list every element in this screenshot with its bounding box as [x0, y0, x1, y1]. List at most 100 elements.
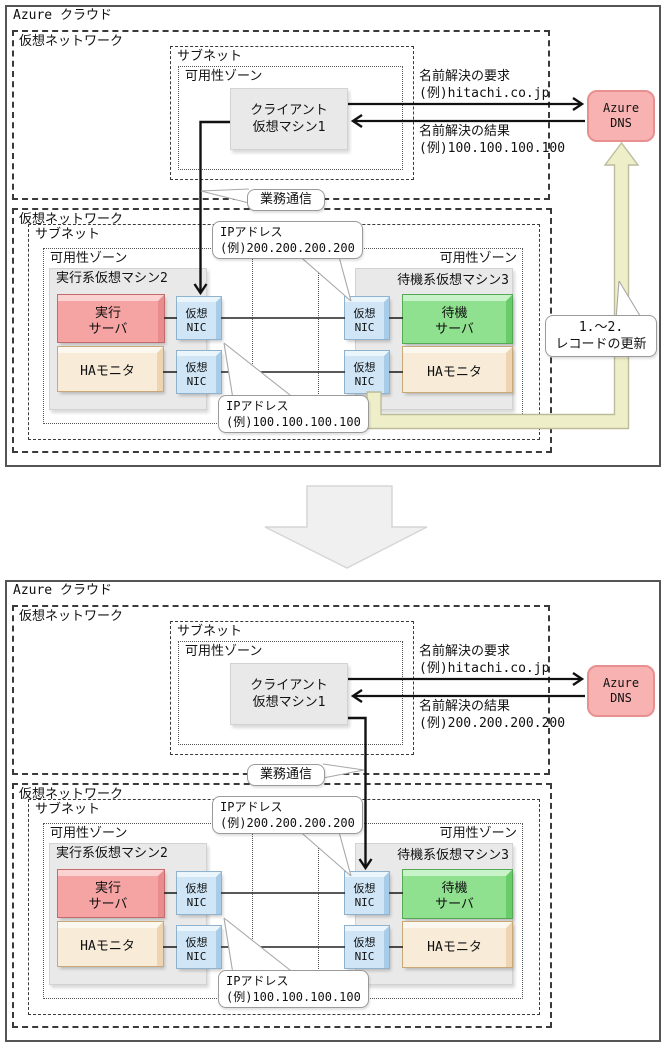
nic-line1: 仮想 [353, 360, 376, 374]
ip-address-label: IPアドレス [220, 225, 283, 239]
record-update-line1: 1.～2. [578, 320, 624, 335]
subnet-1-box [170, 46, 414, 180]
virtual-nic-active-2: 仮想 NIC [177, 926, 221, 968]
virtual-nic-standby-1: 仮想 NIC [345, 872, 389, 914]
business-communication-callout: 業務通信 [247, 189, 325, 211]
virtual-network-2-label: 仮想ネットワーク [19, 212, 124, 227]
name-resolution-result-label: 名前解決の結果 [419, 124, 511, 139]
nic-line2: NIC [354, 320, 375, 334]
client-vm-line2: 仮想マシン1 [252, 695, 326, 710]
ha-monitor-right-box: HAモニタ [403, 922, 512, 967]
subnet-2-label: サブネット [35, 802, 101, 817]
transition-arrow [264, 485, 428, 569]
standby-vm3-label: 待機系仮想マシン3 [397, 848, 509, 863]
nic-line1: 仮想 [353, 306, 376, 320]
availability-zone-left-box [43, 248, 253, 424]
nic-line1: 仮想 [185, 306, 208, 320]
availability-zone-left-label: 可用性ゾーン [50, 251, 128, 266]
name-resolution-request-label: 名前解決の要求 [419, 69, 511, 84]
availability-zone-1-box [178, 641, 403, 745]
record-update-callout: 1.～2. レコードの更新 [545, 315, 657, 357]
name-resolution-request-example: (例)hitachi.co.jp [419, 86, 550, 101]
exec-server-box: 実行 サーバ [58, 870, 164, 917]
ip-address-example: (例)200.200.200.200 [220, 241, 355, 255]
standby-server-box: 待機 サーバ [403, 295, 512, 343]
subnet-1-label: サブネット [177, 49, 243, 64]
nic-line2: NIC [186, 374, 207, 388]
ip-address-200-callout: IPアドレス (例)200.200.200.200 [212, 796, 363, 834]
nic-line1: 仮想 [185, 881, 208, 895]
virtual-nic-active-1: 仮想 NIC [177, 872, 221, 914]
diagram-after-failover: Azure クラウド 仮想ネットワーク サブネット 可用性ゾーン クライアント … [0, 575, 670, 1050]
ip-address-200-callout: IPアドレス (例)200.200.200.200 [212, 221, 363, 259]
client-vm-box: クライアント 仮想マシン1 [230, 663, 348, 725]
client-vm-line2: 仮想マシン1 [252, 120, 326, 135]
nic-line1: 仮想 [185, 935, 208, 949]
client-vm-line1: クライアント [250, 678, 328, 693]
nic-line2: NIC [186, 949, 207, 963]
azure-dns-box: Azure DNS [587, 90, 655, 142]
nic-line2: NIC [354, 949, 375, 963]
availability-zone-1-box [178, 66, 403, 170]
azure-cloud-label: Azure クラウド [13, 583, 112, 598]
client-vm-box: クライアント 仮想マシン1 [230, 88, 348, 150]
client-vm-line1: クライアント [250, 103, 328, 118]
ip-address-example: (例)200.200.200.200 [220, 816, 355, 830]
azure-dns-line2: DNS [610, 691, 632, 705]
virtual-nic-standby-2: 仮想 NIC [345, 926, 389, 968]
standby-server-line1: 待機 [441, 881, 468, 896]
name-resolution-result-example: (例)200.200.200.200 [419, 716, 566, 731]
availability-zone-right-label: 可用性ゾーン [439, 251, 517, 266]
exec-server-box: 実行 サーバ [58, 295, 164, 342]
nic-line2: NIC [354, 895, 375, 909]
name-resolution-result-example: (例)100.100.100.100 [419, 141, 566, 156]
active-vm2-label: 実行系仮想マシン2 [56, 271, 168, 286]
standby-server-box: 待機 サーバ [403, 870, 512, 918]
availability-zone-right-label: 可用性ゾーン [439, 826, 517, 841]
exec-server-line1: 実行 [94, 305, 121, 321]
ha-monitor-right-box: HAモニタ [403, 347, 512, 392]
ip-address-100-callout: IPアドレス (例)100.100.100.100 [218, 970, 369, 1008]
standby-server-line2: サーバ [435, 897, 474, 912]
nic-line1: 仮想 [353, 935, 376, 949]
exec-server-line1: 実行 [94, 880, 121, 896]
virtual-nic-active-2: 仮想 NIC [177, 351, 221, 393]
virtual-network-1-label: 仮想ネットワーク [19, 34, 124, 49]
azure-dns-box: Azure DNS [587, 665, 655, 717]
subnet-1-box [170, 621, 414, 755]
availability-zone-1-label: 可用性ゾーン [185, 644, 263, 659]
ip-address-label: IPアドレス [226, 974, 289, 988]
nic-line2: NIC [186, 895, 207, 909]
exec-server-line2: サーバ [88, 896, 128, 912]
azure-dns-line1: Azure [602, 676, 640, 690]
virtual-nic-standby-1: 仮想 NIC [345, 297, 389, 339]
subnet-1-label: サブネット [177, 624, 243, 639]
availability-zone-left-label: 可用性ゾーン [50, 826, 128, 841]
virtual-nic-standby-2: 仮想 NIC [345, 351, 389, 393]
virtual-nic-active-1: 仮想 NIC [177, 297, 221, 339]
subnet-2-label: サブネット [35, 227, 101, 242]
nic-line2: NIC [186, 320, 207, 334]
ha-monitor-left-box: HAモニタ [58, 347, 163, 391]
business-communication-callout: 業務通信 [247, 764, 325, 786]
azure-cloud-label: Azure クラウド [13, 8, 112, 23]
standby-server-line2: サーバ [435, 322, 474, 337]
ip-address-label: IPアドレス [226, 399, 289, 413]
nic-line2: NIC [354, 374, 375, 388]
standby-vm3-label: 待機系仮想マシン3 [397, 273, 509, 288]
exec-server-line2: サーバ [88, 321, 128, 337]
diagram-before-failover: Azure クラウド 仮想ネットワーク サブネット 可用性ゾーン クライアント … [5, 5, 661, 569]
azure-dns-line2: DNS [610, 116, 632, 130]
ha-monitor-left-box: HAモニタ [58, 922, 163, 966]
name-resolution-request-label: 名前解決の要求 [419, 644, 511, 659]
active-vm2-label: 実行系仮想マシン2 [56, 846, 168, 861]
ip-address-example: (例)100.100.100.100 [226, 415, 361, 429]
record-update-line2: レコードの更新 [555, 337, 647, 352]
ip-address-100-callout: IPアドレス (例)100.100.100.100 [218, 395, 369, 433]
virtual-network-1-label: 仮想ネットワーク [19, 609, 124, 624]
virtual-network-2-label: 仮想ネットワーク [19, 787, 124, 802]
azure-dns-line1: Azure [602, 101, 640, 115]
availability-zone-1-label: 可用性ゾーン [185, 69, 263, 84]
name-resolution-result-label: 名前解決の結果 [419, 699, 511, 714]
